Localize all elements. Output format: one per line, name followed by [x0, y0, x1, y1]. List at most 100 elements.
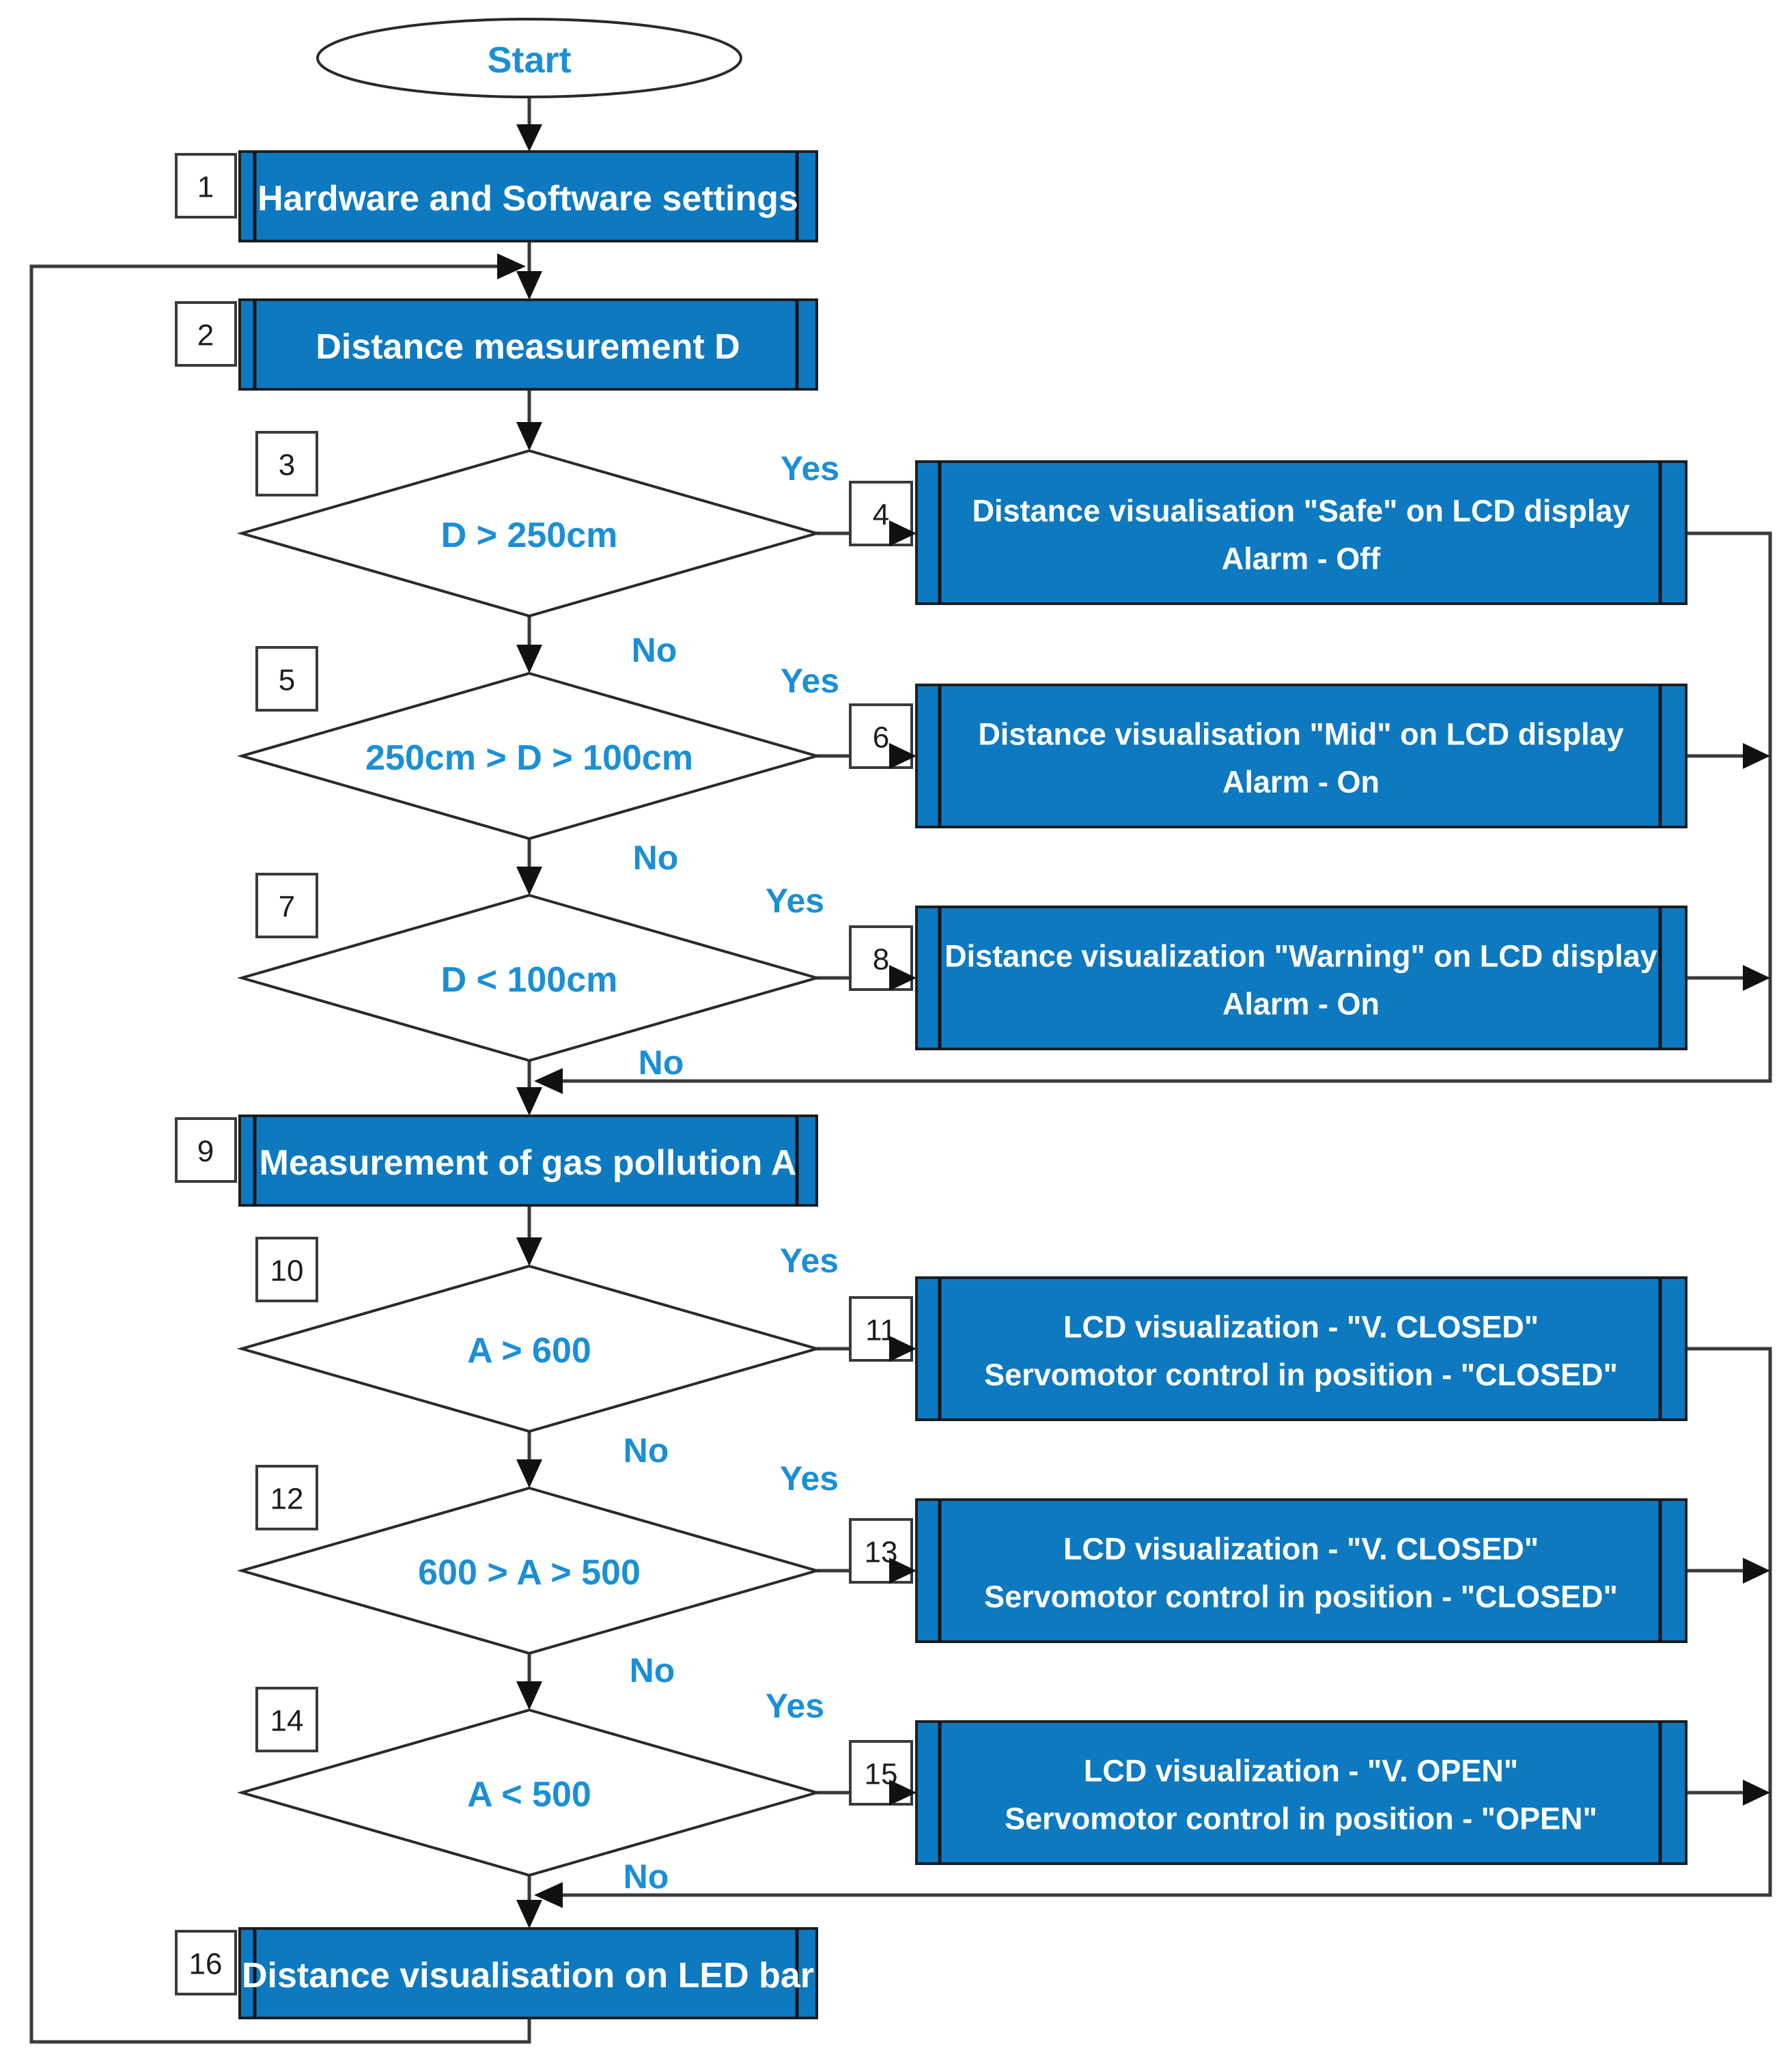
process-11-valve-closed: LCD visualization - "V. CLOSED" Servomot…	[915, 1276, 1688, 1421]
arrowhead-right-icon	[497, 253, 526, 279]
arrowhead-right-icon	[889, 1780, 916, 1806]
badge-14-num: 14	[270, 1705, 304, 1738]
badge-6-num: 6	[873, 721, 889, 755]
badge-3-num: 3	[279, 449, 295, 482]
no-label-10: No	[624, 1431, 669, 1470]
process-box	[915, 684, 1688, 828]
yes-label-10: Yes	[780, 1242, 839, 1280]
arrowhead-right-icon	[889, 1336, 916, 1362]
yes-label-3: Yes	[781, 449, 839, 488]
process-label-line2: Servomotor control in position - "OPEN"	[1005, 1801, 1597, 1836]
no-label-5: No	[633, 839, 679, 877]
start-oval	[316, 18, 742, 98]
arrowhead-down-icon	[516, 271, 542, 300]
decision-10-a-gt-600: A > 600	[236, 1264, 822, 1433]
badge-12-num: 12	[270, 1483, 304, 1516]
yes-label-7: Yes	[766, 882, 824, 920]
no-label-7: No	[639, 1043, 684, 1082]
process-box	[915, 1498, 1688, 1643]
decision-condition: 600 > A > 500	[418, 1553, 641, 1593]
process-9-gas-pollution-measurement: Measurement of gas pollution A	[238, 1114, 818, 1207]
badge-4-num: 4	[873, 499, 889, 532]
process-box	[915, 1720, 1688, 1865]
flow-line-collector-1	[563, 531, 1772, 1083]
process-label-line1: Distance visualisation "Mid" on LCD disp…	[978, 717, 1623, 752]
badge-7-num: 7	[279, 891, 295, 924]
arrowhead-right-icon	[1743, 743, 1770, 769]
decision-diamond	[236, 1486, 822, 1655]
process-1-hardware-software-settings: Hardware and Software settings	[238, 150, 818, 242]
badge-16-num: 16	[189, 1948, 223, 1981]
arrowhead-down-icon	[516, 1237, 542, 1266]
decision-7-d-lt-100cm: D < 100cm	[236, 893, 822, 1063]
process-label: Distance visualisation on LED bar	[242, 1956, 814, 1995]
process-16-led-bar-visualisation: Distance visualisation on LED bar	[238, 1927, 818, 2019]
badge-2	[175, 301, 237, 367]
decision-condition: 250cm > D > 100cm	[365, 738, 693, 778]
process-label-line1: LCD visualization - "V. CLOSED"	[1063, 1532, 1539, 1567]
yes-label-14: Yes	[766, 1687, 824, 1725]
badge-16	[175, 1930, 237, 1995]
edge-labels: Yes No Yes No Yes No Yes No Yes No Yes N…	[624, 449, 839, 1896]
process-label-line2: Servomotor control in position - "CLOSED…	[984, 1358, 1618, 1392]
step-badges: 1 2 3 4 5 6 7 8 9 10 11 12 13 14 15 16	[175, 153, 913, 1995]
start-label: Start	[487, 40, 571, 81]
arrowhead-right-icon	[1743, 1780, 1770, 1806]
process-label-line1: LCD visualization - "V. CLOSED"	[1063, 1310, 1539, 1345]
yes-label-5: Yes	[781, 662, 839, 700]
arrowhead-right-icon	[889, 743, 916, 769]
decision-diamond	[236, 893, 822, 1063]
decision-5-250-gt-d-gt-100: 250cm > D > 100cm	[236, 671, 822, 841]
badge-8-num: 8	[873, 943, 889, 977]
arrowhead-right-icon	[1743, 965, 1770, 991]
process-box	[238, 1927, 818, 2019]
decision-14-a-lt-500: A < 500	[236, 1708, 822, 1877]
process-label-line2: Alarm - Off	[1222, 542, 1382, 576]
decision-diamond	[236, 1708, 822, 1877]
badge-3	[255, 431, 318, 496]
process-8-warning-lcd-alarm-on: Distance visualization "Warning" on LCD …	[915, 906, 1688, 1050]
process-label: Distance measurement D	[316, 327, 740, 367]
process-label-line2: Alarm - On	[1222, 987, 1380, 1022]
badge-14	[255, 1687, 318, 1752]
no-label-14: No	[624, 1857, 669, 1896]
arrowhead-left-icon	[534, 1068, 563, 1094]
process-2-distance-measurement: Distance measurement D	[238, 298, 818, 391]
badge-5-num: 5	[279, 664, 295, 697]
arrowhead-down-icon	[516, 1900, 542, 1929]
decision-12-600-gt-a-gt-500: 600 > A > 500	[236, 1486, 822, 1655]
process-6-mid-lcd-alarm-on: Distance visualisation "Mid" on LCD disp…	[915, 684, 1688, 828]
process-box	[238, 150, 818, 242]
yes-arrowheads	[889, 520, 916, 1806]
yes-label-12: Yes	[780, 1459, 839, 1498]
badge-1	[175, 153, 237, 219]
badge-5	[255, 646, 318, 712]
process-label-line1: Distance visualization "Warning" on LCD …	[944, 939, 1657, 974]
process-box	[915, 1276, 1688, 1421]
process-label: Hardware and Software settings	[257, 179, 798, 219]
arrowhead-down-icon	[516, 645, 542, 673]
badge-7	[255, 873, 318, 938]
decision-diamond	[236, 449, 822, 618]
process-box	[238, 1114, 818, 1207]
decision-condition: D < 100cm	[441, 960, 618, 1000]
start-terminator: Start	[316, 18, 742, 98]
arrowhead-right-icon	[1743, 1558, 1770, 1584]
badge-1-num: 1	[197, 171, 214, 204]
flow-line-loop-back	[29, 264, 531, 2044]
decision-condition: A > 600	[467, 1331, 591, 1371]
flow-line-collector-2	[563, 1347, 1772, 1897]
process-label: Measurement of gas pollution A	[260, 1143, 797, 1183]
badge-9-num: 9	[197, 1135, 214, 1168]
process-13-valve-closed: LCD visualization - "V. CLOSED" Servomot…	[915, 1498, 1688, 1643]
badge-12	[255, 1465, 318, 1530]
badge-10-num: 10	[270, 1254, 304, 1288]
arrowhead-down-icon	[516, 1681, 542, 1710]
process-box	[915, 460, 1688, 605]
badge-13	[849, 1518, 913, 1584]
arrowhead-right-icon	[889, 520, 916, 546]
process-label-line2: Servomotor control in position - "CLOSED…	[984, 1580, 1618, 1614]
no-label-3: No	[632, 631, 677, 669]
arrowhead-right-icon	[889, 965, 916, 991]
